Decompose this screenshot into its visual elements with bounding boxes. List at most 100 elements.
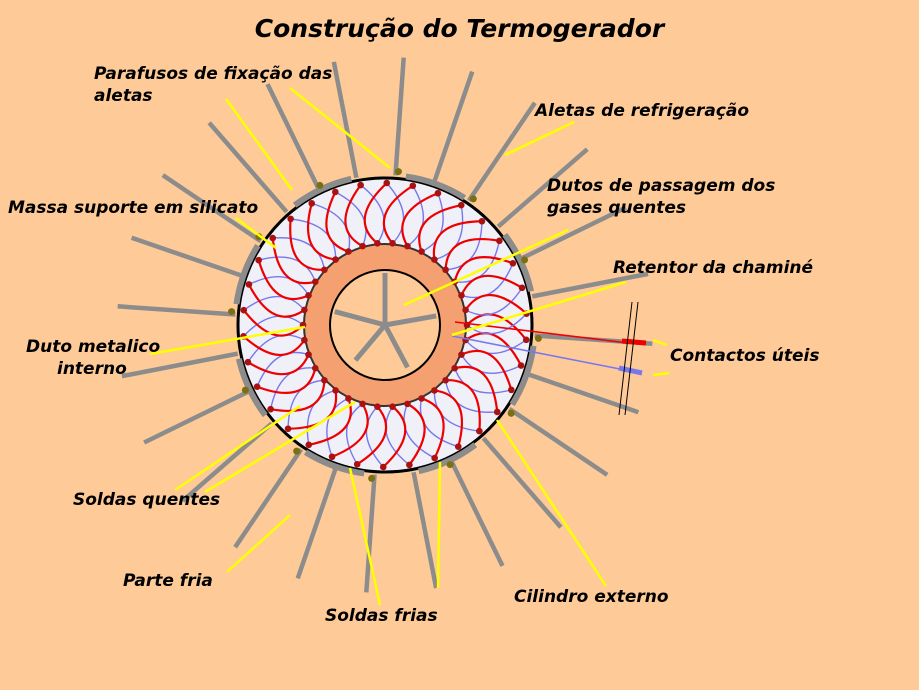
cold-solder: [305, 441, 313, 449]
hot-solder: [374, 240, 381, 247]
cold-solder: [253, 383, 261, 391]
cold-wire: [360, 184, 385, 244]
fin-bracket: [509, 345, 537, 407]
fin-bracket: [303, 449, 365, 477]
label-cilindro: Cilindro externo: [514, 587, 669, 607]
hot-wire: [464, 293, 528, 315]
fin-bolt: [394, 168, 402, 176]
label-duto-metalico: Duto metalico interno: [26, 336, 160, 380]
cooling-fin: [411, 471, 439, 589]
hot-wire: [434, 389, 464, 447]
cold-solder: [332, 188, 339, 196]
inner-duct: [304, 244, 466, 406]
hot-wire: [331, 403, 369, 458]
cold-wire: [454, 240, 501, 283]
cold-solder: [409, 182, 417, 190]
hot-solder: [418, 248, 425, 255]
cold-wire: [247, 334, 305, 363]
hot-wire: [363, 182, 388, 245]
pointer-line: [652, 371, 670, 377]
cold-solder: [269, 234, 277, 242]
hot-solder: [442, 376, 449, 384]
cold-solder: [287, 215, 294, 223]
cold-wire: [444, 380, 498, 413]
hot-wire: [406, 402, 426, 466]
cold-solder: [353, 460, 361, 468]
cold-solder: [284, 425, 292, 433]
hot-solder: [359, 400, 366, 408]
pointer-lines: [149, 87, 670, 606]
hot-wire: [421, 397, 445, 459]
hot-solder: [321, 376, 328, 384]
cold-wire: [345, 403, 363, 465]
hot-wire: [325, 191, 349, 253]
pointer-line: [174, 404, 301, 492]
cold-wire: [248, 276, 310, 296]
fin-bolt: [368, 474, 376, 482]
hot-solder: [404, 242, 411, 250]
fin-bolt: [241, 386, 249, 394]
hot-wire: [256, 367, 317, 394]
contact-terminal-hot: [621, 338, 647, 346]
hot-solder: [305, 292, 312, 299]
cold-solder: [245, 281, 253, 288]
label-soldas-quentes: Soldas quentes: [73, 490, 221, 510]
hot-solder: [431, 256, 438, 263]
hot-solder: [301, 306, 308, 314]
label-soldas-frias: Soldas frias: [325, 606, 438, 626]
retainer-spoke: [382, 323, 410, 369]
hot-wire: [445, 379, 481, 432]
cold-solder: [517, 362, 525, 369]
fin-bolt: [228, 308, 236, 316]
hot-wire: [401, 192, 439, 247]
label-massa: Massa suporte em silicato: [8, 198, 259, 218]
cooling-fin: [508, 407, 609, 477]
cold-wire: [403, 403, 435, 459]
hot-wire: [247, 283, 306, 318]
label-dutos: Dutos de passagem dos gases quentes: [547, 175, 775, 219]
label-parafusos-line1: Parafusos de fixação das: [94, 64, 333, 84]
fin-bracket: [418, 442, 478, 475]
fin-bracket: [233, 243, 261, 305]
cold-solder: [454, 443, 462, 450]
cold-wire: [434, 205, 464, 261]
cold-wire: [407, 185, 425, 247]
contact-insulator: [618, 301, 633, 416]
fin-bolt: [507, 409, 515, 417]
cooling-fins: [117, 57, 653, 593]
hot-solder: [462, 306, 469, 314]
hot-solder: [418, 395, 425, 402]
cold-solder: [357, 181, 364, 189]
hot-solder: [305, 351, 312, 358]
hot-solder: [321, 266, 328, 274]
cooling-fin: [207, 121, 289, 214]
cold-solder: [431, 454, 438, 462]
hot-wire: [461, 349, 513, 391]
pointer-line: [235, 217, 277, 249]
label-parafusos: Parafusos de fixação das aletas: [94, 63, 332, 107]
cooling-fin: [364, 474, 377, 593]
pointer-line: [403, 228, 569, 307]
cold-wire: [242, 315, 304, 337]
contact-wire-cold: [451, 335, 626, 371]
label-duto-line1: Duto metalico: [26, 337, 161, 357]
cooling-fin: [496, 147, 589, 229]
diagram-title: Construção do Termogerador: [254, 14, 665, 43]
retainer-spoke: [384, 313, 437, 328]
hot-solder: [431, 387, 438, 394]
cold-solder: [308, 200, 316, 207]
hot-wire: [464, 332, 523, 367]
pointer-line: [348, 467, 382, 606]
hot-wire: [247, 354, 310, 376]
pointer-line: [149, 325, 306, 356]
cooling-fin: [233, 448, 303, 549]
cold-wire: [306, 389, 336, 445]
cold-solder: [496, 237, 503, 245]
hot-solder: [404, 400, 411, 408]
cooling-fin: [448, 458, 505, 567]
pointer-line: [451, 280, 627, 337]
hot-wire: [418, 204, 462, 252]
fin-bolt: [469, 195, 477, 203]
cold-solder: [240, 306, 248, 314]
hot-wire: [242, 335, 306, 357]
